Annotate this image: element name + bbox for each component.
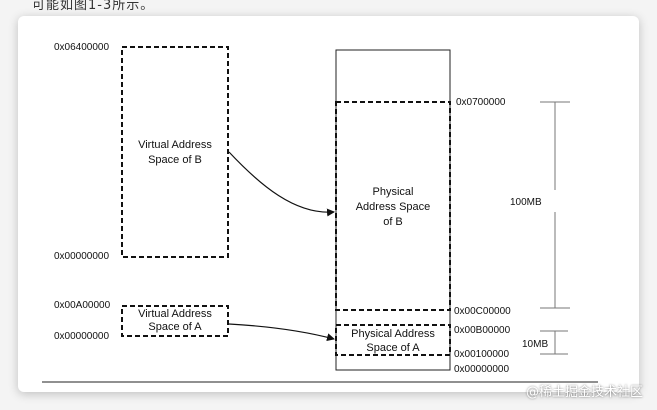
physical-b-bottom-addr: 0x00C00000 xyxy=(454,306,511,317)
virtual-space-a-box xyxy=(121,305,229,337)
caption-text: 可能如图1-3所示。 xyxy=(32,0,155,13)
watermark-text: @稀土掘金技术社区 xyxy=(525,385,643,400)
physical-a-label-line2: Space of A xyxy=(366,342,420,354)
size-a-label: 10MB xyxy=(522,339,548,350)
virtual-b-label-line2: Space of B xyxy=(148,154,202,166)
virtual-b-end-addr: 0x06400000 xyxy=(54,42,109,53)
size-b-label: 100MB xyxy=(510,197,542,208)
physical-space-a-box xyxy=(335,324,451,356)
physical-a-top-addr: 0x00B00000 xyxy=(454,325,511,336)
virtual-b-label-line1: Virtual Address xyxy=(138,139,212,151)
physical-a-label-line1: Physical Address xyxy=(351,328,435,340)
physical-b-label-line2: Address Space xyxy=(356,201,431,213)
mapping-arrow-b xyxy=(228,151,335,217)
mapping-arrow-a xyxy=(228,323,335,342)
physical-a-bottom-addr: 0x00100000 xyxy=(454,349,509,360)
virtual-a-label-line1: Virtual Address xyxy=(138,308,212,320)
physical-base-addr: 0x00000000 xyxy=(454,364,509,375)
physical-b-label-line1: Physical xyxy=(373,186,414,198)
virtual-b-start-addr: 0x00000000 xyxy=(54,251,109,262)
physical-space-b-box xyxy=(335,101,451,311)
virtual-space-b-box xyxy=(121,46,229,258)
physical-b-top-addr: 0x0700000 xyxy=(456,97,506,108)
virtual-a-end-addr: 0x00A00000 xyxy=(54,300,111,311)
virtual-a-label-line2: Space of A xyxy=(148,321,202,333)
virtual-a-start-addr: 0x00000000 xyxy=(54,331,109,342)
physical-b-label-line3: of B xyxy=(383,216,403,228)
